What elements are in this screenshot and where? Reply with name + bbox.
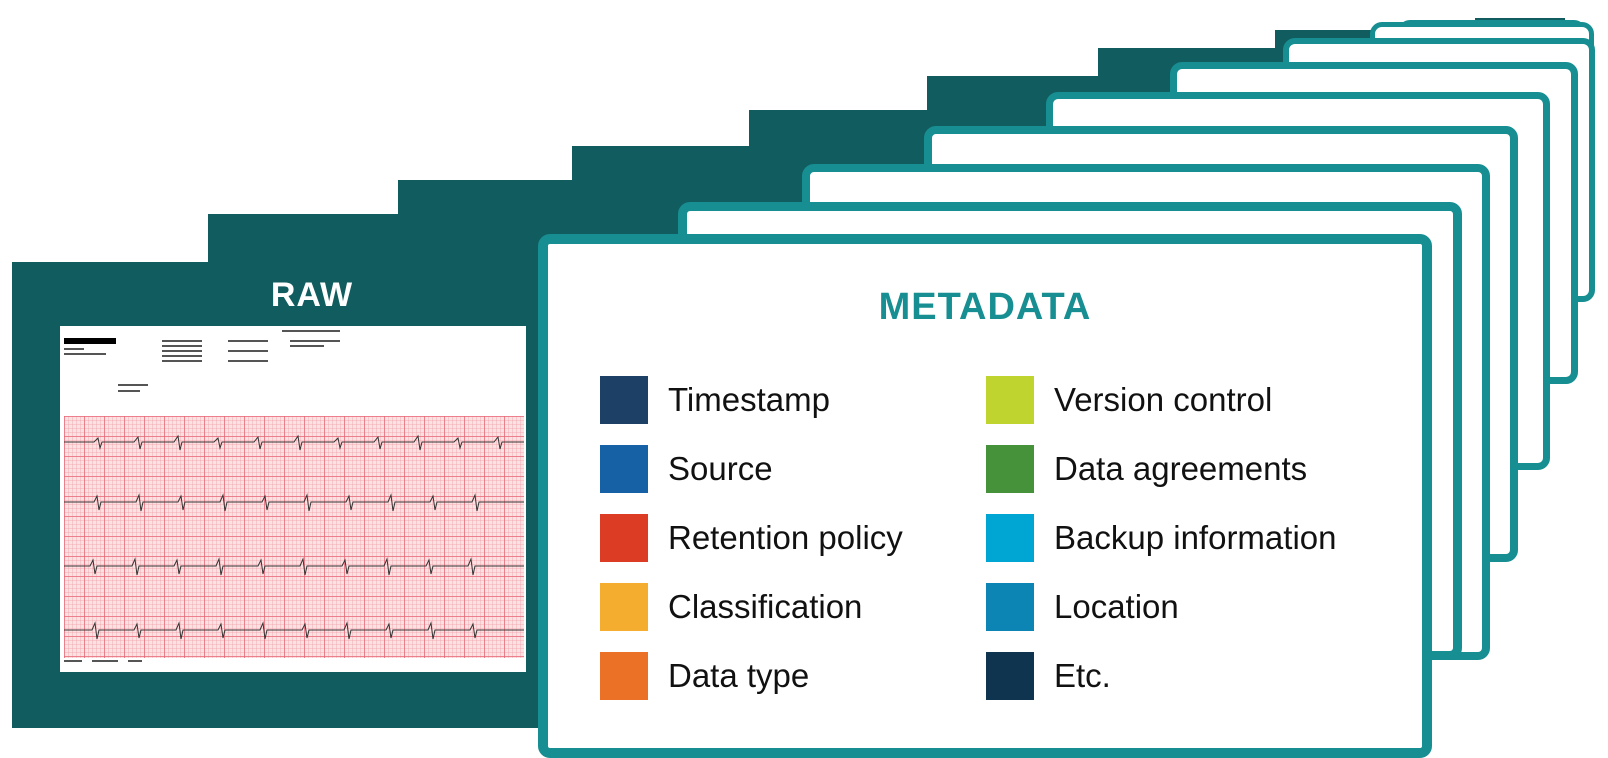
ecg-document-image xyxy=(60,326,526,672)
ecg-waveforms xyxy=(64,434,524,640)
redacted-bar xyxy=(64,338,116,344)
classification-swatch xyxy=(600,583,648,631)
doc-text-line xyxy=(162,340,202,342)
version-control-swatch xyxy=(986,376,1034,424)
legend-item-backup-information: Backup information xyxy=(986,512,1336,564)
legend-label: Version control xyxy=(1054,381,1273,418)
metadata-title: METADATA xyxy=(878,286,1092,328)
legend-item-source: Source xyxy=(600,443,903,495)
legend-item-data-type: Data type xyxy=(600,650,903,702)
legend-label: Timestamp xyxy=(668,381,830,418)
raw-title: RAW xyxy=(270,276,354,314)
data-agreements-swatch xyxy=(986,445,1034,493)
legend-item-version-control: Version control xyxy=(986,374,1336,426)
data-type-swatch xyxy=(600,652,648,700)
backup-information-swatch xyxy=(986,514,1034,562)
doc-text-line xyxy=(162,345,202,347)
ecg-grid xyxy=(64,416,524,658)
legend-item-timestamp: Timestamp xyxy=(600,374,903,426)
doc-text-line xyxy=(118,390,140,392)
location-swatch xyxy=(986,583,1034,631)
legend-column-left: Timestamp Source Retention policy Classi… xyxy=(600,374,903,719)
doc-text-line xyxy=(162,355,202,357)
doc-text-line xyxy=(64,348,84,350)
metadata-legend: Timestamp Source Retention policy Classi… xyxy=(600,374,1400,704)
legend-label: Retention policy xyxy=(668,519,903,556)
doc-text-line xyxy=(92,660,118,662)
legend-label: Data type xyxy=(668,657,810,694)
doc-text-line xyxy=(290,345,324,347)
doc-text-line xyxy=(282,330,340,332)
doc-text-line xyxy=(228,360,268,362)
doc-text-line xyxy=(118,384,148,386)
legend-label: Backup information xyxy=(1054,519,1337,556)
doc-text-line xyxy=(290,340,340,342)
doc-text-line xyxy=(64,353,106,355)
doc-text-line xyxy=(64,660,82,662)
legend-label: Source xyxy=(668,450,773,487)
legend-label: Etc. xyxy=(1054,657,1111,694)
doc-text-line xyxy=(128,660,142,662)
doc-text-line xyxy=(228,350,268,352)
legend-item-location: Location xyxy=(986,581,1336,633)
retention-policy-swatch xyxy=(600,514,648,562)
legend-column-right: Version control Data agreements Backup i… xyxy=(986,374,1336,719)
legend-item-etc: Etc. xyxy=(986,650,1336,702)
legend-label: Location xyxy=(1054,588,1179,625)
doc-text-line xyxy=(228,340,268,342)
legend-item-retention-policy: Retention policy xyxy=(600,512,903,564)
doc-text-line xyxy=(162,350,202,352)
etc-swatch xyxy=(986,652,1034,700)
doc-text-line xyxy=(162,360,202,362)
timestamp-swatch xyxy=(600,376,648,424)
source-swatch xyxy=(600,445,648,493)
metadata-card: METADATA Timestamp Source Retention poli… xyxy=(538,234,1432,758)
legend-label: Classification xyxy=(668,588,863,625)
legend-item-classification: Classification xyxy=(600,581,903,633)
legend-item-data-agreements: Data agreements xyxy=(986,443,1336,495)
legend-label: Data agreements xyxy=(1054,450,1308,487)
